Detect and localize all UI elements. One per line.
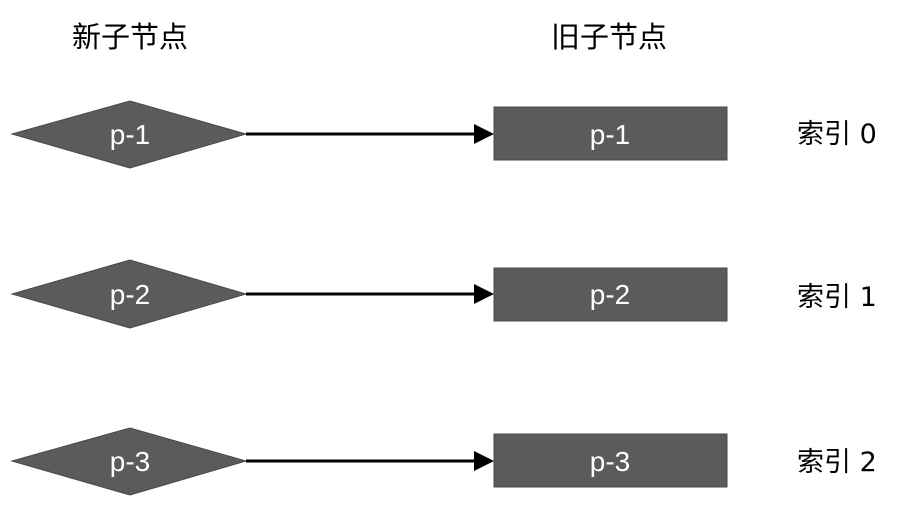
old-node-p1-box (493, 106, 728, 161)
old-node-p3-label: p-3 (590, 446, 630, 477)
arrow-head-3 (474, 451, 494, 471)
old-node-p1-label: p-1 (590, 119, 630, 150)
index-label-1: 索引 1 (797, 282, 877, 313)
arrow-head-2 (474, 284, 494, 304)
arrow-head-1 (474, 124, 494, 144)
old-node-p2-label: p-2 (590, 279, 630, 310)
new-node-p1-label: p-1 (110, 119, 150, 150)
old-children-header: 旧子节点 (551, 20, 667, 54)
index-label-2: 索引 2 (797, 447, 877, 478)
row-2: p-2 p-2 索引 1 (10, 259, 877, 329)
new-node-p3-label: p-3 (110, 446, 150, 477)
old-node-p2-box (493, 267, 728, 322)
index-label-0: 索引 0 (797, 119, 877, 150)
old-node-p3-box (493, 433, 728, 488)
new-children-header: 新子节点 (72, 20, 188, 54)
new-node-p2-label: p-2 (110, 279, 150, 310)
row-1: p-1 p-1 索引 0 (10, 100, 877, 169)
row-3: p-3 p-3 索引 2 (10, 427, 877, 496)
